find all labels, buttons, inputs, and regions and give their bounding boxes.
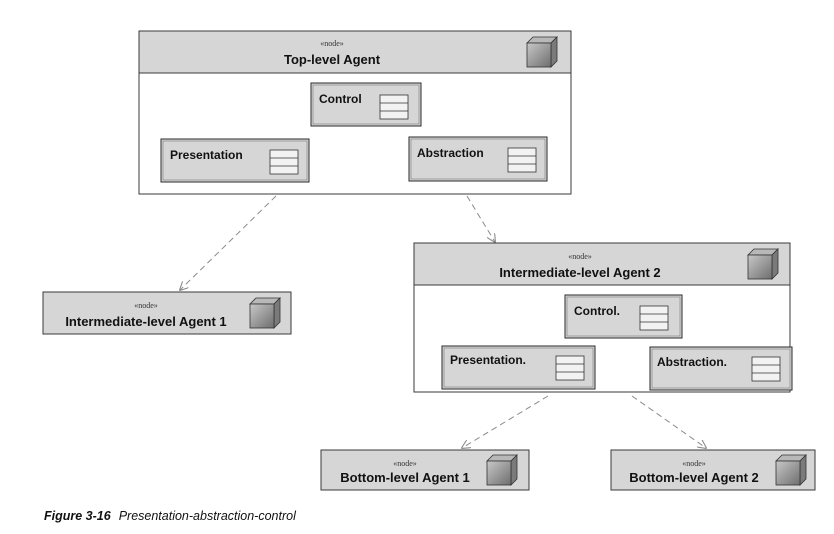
edge-top-to-intermediate2 [466,195,495,242]
component-presentation[interactable]: Presentation [160,138,310,183]
edge-intermediate2-to-bottom2 [631,395,706,448]
node-cube-icon [526,36,558,68]
node-cube-icon [747,248,779,280]
component-abstraction[interactable]: Abstraction. [649,346,793,391]
figure-title: Presentation-abstraction-control [118,509,296,523]
node-stereotype: «node» [320,39,344,48]
component-label: Presentation [170,148,243,162]
node-intermediate-level-agent-1[interactable]: «node» Intermediate-level Agent 1 [42,291,292,335]
component-icon [639,305,669,331]
component-label: Abstraction. [657,355,727,369]
figure-caption: Figure 3-16 Presentation-abstraction-cont… [44,509,296,523]
component-icon [507,147,537,173]
edge-intermediate2-to-bottom1 [462,395,549,448]
node-cube-icon [486,454,518,486]
component-control[interactable]: Control. [564,294,683,339]
component-label: Abstraction [417,146,484,160]
component-icon [751,356,781,382]
node-bottom-level-agent-2[interactable]: «node» Bottom-level Agent 2 [610,449,816,491]
node-title: Top-level Agent [284,52,381,67]
edge-top-to-intermediate1 [180,195,277,290]
component-icon [379,94,409,120]
node-title: Intermediate-level Agent 1 [65,314,226,329]
component-label: Control. [574,304,620,318]
component-icon [555,355,585,381]
component-abstraction[interactable]: Abstraction [408,136,548,182]
node-intermediate-level-agent-2[interactable]: «node» Intermediate-level Agent 2 Contro… [413,242,793,393]
component-control[interactable]: Control [310,82,422,127]
component-label: Control [319,92,362,106]
component-icon [269,149,299,175]
component-label: Presentation. [450,353,526,367]
node-stereotype: «node» [682,459,706,468]
node-cube-icon [249,297,281,329]
node-bottom-level-agent-1[interactable]: «node» Bottom-level Agent 1 [320,449,530,491]
component-presentation[interactable]: Presentation. [441,345,596,390]
node-stereotype: «node» [393,459,417,468]
node-stereotype: «node» [568,252,592,261]
node-top-level-agent[interactable]: «node» Top-level Agent Control Presentat… [138,30,572,195]
node-title: Bottom-level Agent 2 [629,470,759,485]
node-cube-icon [775,454,807,486]
edges [180,195,706,448]
node-title: Intermediate-level Agent 2 [499,265,660,280]
figure-number: Figure 3-16 [44,509,111,523]
node-title: Bottom-level Agent 1 [340,470,470,485]
node-stereotype: «node» [134,301,158,310]
